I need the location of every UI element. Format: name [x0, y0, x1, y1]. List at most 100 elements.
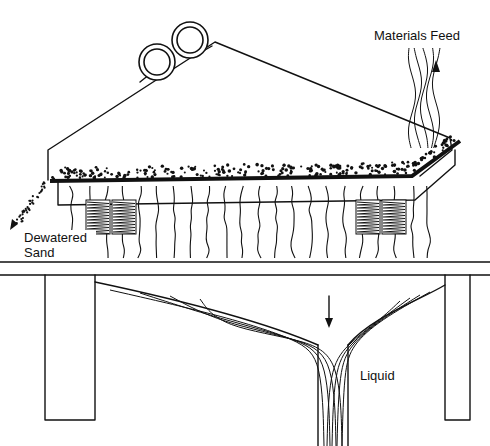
sand-grain [396, 172, 399, 175]
sand-grain [32, 195, 34, 197]
sand-grain [18, 216, 20, 218]
sand-grain [100, 172, 102, 174]
sand-grain [84, 174, 87, 177]
sand-grain [43, 181, 45, 183]
sand-grain [96, 168, 99, 171]
sand-grain [384, 173, 386, 175]
feed-stream [408, 48, 415, 148]
liquid-stream [411, 186, 414, 258]
liquid-flow [200, 299, 342, 446]
sand-grain [67, 176, 69, 178]
sand-grain [222, 171, 226, 175]
sand-grain [64, 166, 66, 168]
sand-grain [393, 170, 396, 173]
sand-grain [336, 172, 338, 174]
sand-grain [16, 218, 18, 220]
sand-grain [226, 163, 229, 166]
sand-grain [284, 168, 288, 172]
sand-grain [290, 169, 292, 171]
sand-grain [215, 173, 217, 175]
sand-grain [264, 174, 267, 177]
sand-grain [171, 175, 174, 178]
sand-grain [117, 171, 120, 174]
sand-grain [450, 139, 452, 141]
sand-grain [79, 176, 82, 179]
sand-grain [60, 170, 63, 173]
sand-grain [369, 173, 372, 176]
sand-grain [233, 167, 236, 170]
liquid-stream [427, 186, 431, 258]
sand-grain [371, 169, 374, 172]
sand-grain [170, 171, 172, 173]
sand-grain [63, 172, 66, 175]
liquid-stream [291, 186, 295, 258]
sand-grain [255, 163, 259, 167]
sand-grain [391, 161, 393, 163]
liquid-flow [140, 293, 330, 446]
sand-grain [164, 170, 167, 173]
sand-grain [82, 175, 84, 177]
feed-stream [414, 48, 421, 148]
sand-grain [292, 167, 295, 170]
sand-grain [321, 168, 324, 171]
sand-grain [219, 174, 221, 176]
liquid-stream [275, 186, 278, 258]
sand-grain [104, 170, 106, 172]
sand-grain [407, 161, 410, 164]
sand-grain [200, 174, 202, 176]
sand-grain [20, 220, 22, 222]
sand-grain [243, 163, 246, 166]
sand-grain [167, 168, 169, 170]
sand-grain [97, 174, 100, 177]
sand-grain [89, 170, 92, 173]
support-leg [45, 275, 95, 420]
sand-grain [338, 164, 341, 167]
sand-grain [26, 211, 28, 213]
sand-grain [381, 167, 384, 170]
sand-grain [443, 140, 445, 142]
sand-grain [342, 172, 345, 175]
sand-grain [383, 164, 386, 167]
sand-grain [354, 171, 357, 174]
sand-grain [309, 170, 312, 173]
sand-grain [400, 168, 403, 171]
sand-grain [446, 144, 449, 147]
sand-grain [434, 145, 437, 148]
liquid-stream [240, 186, 244, 258]
sand-grain [442, 147, 444, 149]
sand-grain [314, 163, 317, 166]
sand-grain [345, 169, 348, 172]
sand-grain [282, 164, 285, 167]
sand-grain [366, 165, 369, 168]
sand-grain [310, 169, 313, 172]
sand-grain [231, 175, 233, 177]
sand-grain [27, 208, 29, 210]
sand-grain [91, 172, 94, 175]
sand-grain [453, 139, 456, 142]
spring-box [112, 200, 136, 234]
sand-grain [66, 167, 69, 170]
sand-arrowhead [10, 219, 18, 230]
screen-housing [48, 42, 452, 180]
sand-grain [148, 165, 151, 168]
sand-grain [362, 162, 364, 164]
sand-grain [118, 172, 121, 175]
sand-grain [237, 171, 239, 173]
sand-grain [292, 167, 294, 169]
liquid-stream [258, 186, 261, 258]
liquid-stream [206, 186, 209, 258]
sand-grain [126, 173, 129, 176]
sand-grain [74, 168, 77, 171]
sand-grain [151, 167, 153, 169]
sand-grain [345, 173, 348, 176]
sand-grain [110, 173, 113, 176]
sand-grain [384, 165, 387, 168]
sand-grain [31, 200, 33, 202]
spring-coil [357, 202, 379, 234]
sand-grain [214, 165, 217, 168]
sand-grain [405, 172, 407, 174]
sand-grain [226, 175, 228, 177]
sand-grain [272, 168, 275, 171]
sand-grain [338, 173, 341, 176]
